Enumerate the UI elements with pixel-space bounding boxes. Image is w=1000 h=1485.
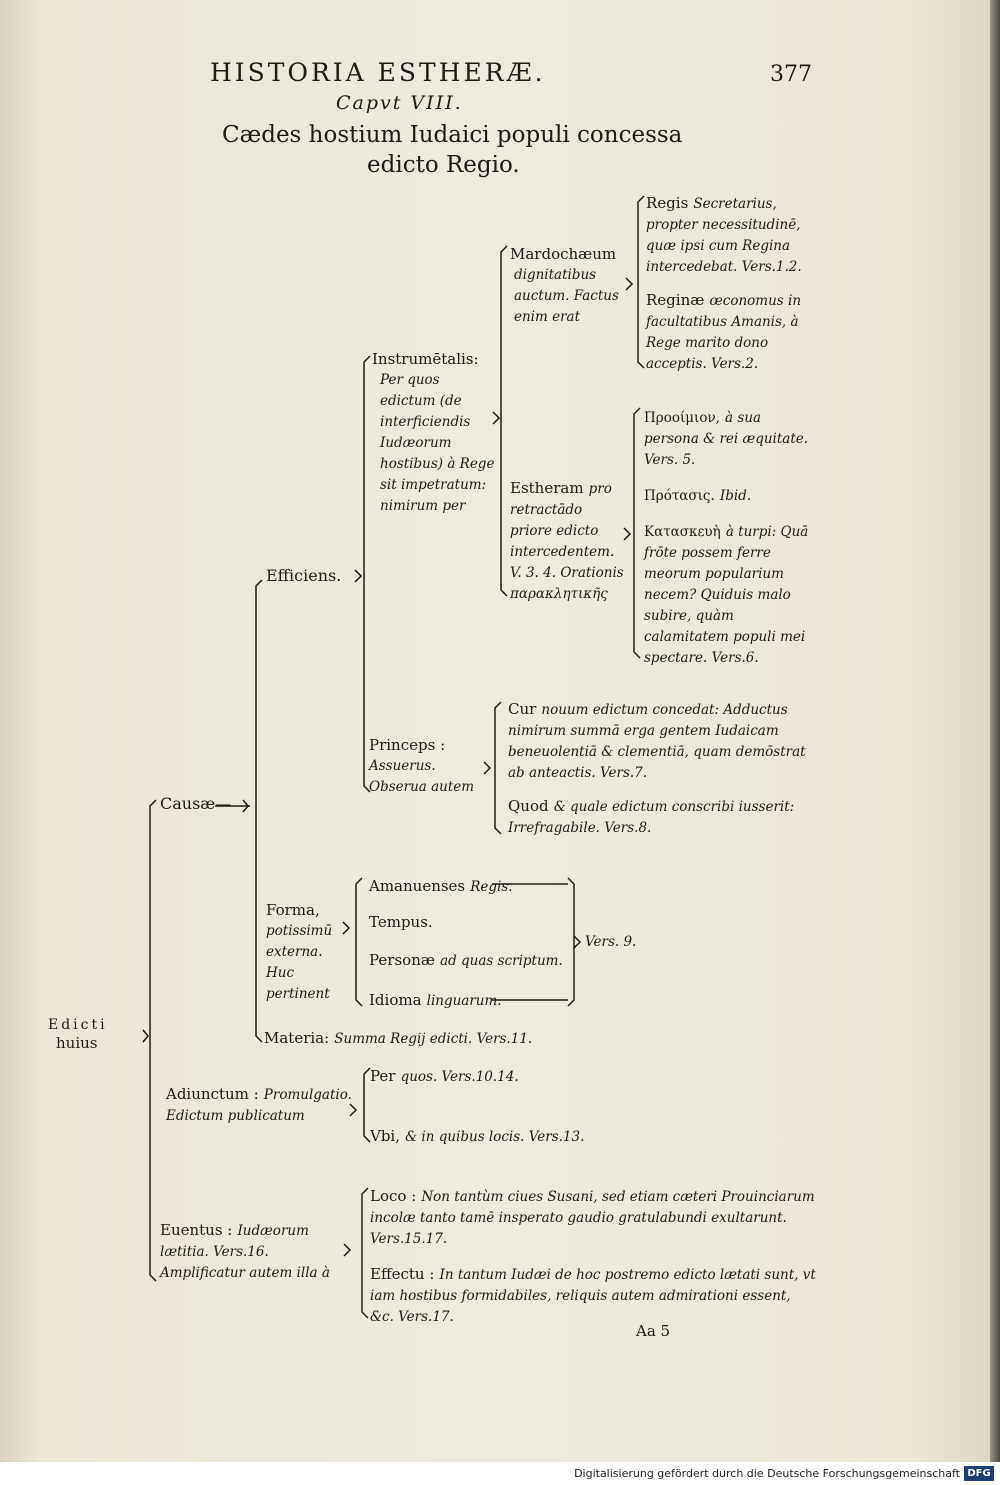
euentus-head: Euentus : (160, 1221, 233, 1239)
efficiens-node: Efficiens. (266, 566, 342, 585)
princeps-head: Princeps : (369, 736, 446, 754)
forma-item-3-head: Personæ (369, 951, 435, 969)
princeps-item-2-body: & quale edictum conscribi iusserit: Irre… (508, 799, 795, 836)
footer-bar: Digitalisierung gefördert durch die Deut… (0, 1462, 1000, 1485)
dfg-logo: DFG (964, 1466, 994, 1481)
instrumentalis-body: Per quos edictum (de interficiendis Iudæ… (380, 372, 495, 514)
estheram-item-1-body: à sua persona & rei æquitate. Vers. 5. (644, 410, 809, 468)
euentus-item-2-body: In tantum Iudæi de hoc postremo edicto l… (370, 1267, 816, 1325)
princeps-item-2: Quod & quale edictum conscribi iusserit:… (508, 796, 820, 839)
forma-item-4-head: Idioma (369, 991, 422, 1009)
estheram-node: Estheram pro retractādo priore edicto in… (510, 478, 628, 605)
materia-head: Materia: (264, 1029, 330, 1047)
forma-item-2: Tempus. (369, 912, 433, 933)
forma-item-2-head: Tempus. (369, 913, 433, 931)
mardochaeum-body: dignitatibus auctum. Factus enim erat (514, 267, 619, 325)
page-edge-shadow (990, 0, 1000, 1462)
forma-item-1: Amanuenses Regis. (369, 876, 513, 898)
princeps-item-1: Cur nouum edictum concedat: Adductus nim… (508, 699, 820, 784)
forma-verse-ref: Vers. 9. (585, 934, 637, 950)
adiunctum-item-1-head: Per (370, 1067, 396, 1085)
causae-node: Causæ— (160, 794, 232, 813)
adiunctum-body: Promulgatio. Edictum publicatum (166, 1087, 352, 1124)
princeps-item-1-body: nouum edictum concedat: Adductus nimirum… (508, 702, 806, 781)
adiunctum-node: Adiunctum : Promulgatio. Edictum publica… (166, 1084, 354, 1127)
book-page: HISTORIA ESTHERÆ. 377 Capvt VIII. Cædes … (0, 0, 990, 1462)
adiunctum-item-2-body: & in quibus locis. Vers.13. (405, 1129, 585, 1145)
estheram-head: Estheram (510, 479, 584, 497)
princeps-item-1-head: Cur (508, 700, 537, 718)
euentus-body: Iudæorum lætitia. Vers.16. Amplificatur … (160, 1223, 330, 1281)
estheram-item-1: Προοίμιον, à sua persona & rei æquitate.… (644, 408, 820, 471)
instrumentalis-node: Instrumētalis: Per quos edictum (de inte… (372, 349, 496, 517)
chapter-title-line-2: edicto Regio. (367, 152, 520, 178)
euentus-item-2: Effectu : In tantum Iudæi de hoc postrem… (370, 1264, 818, 1328)
tree-brackets (0, 0, 990, 1462)
adiunctum-item-2-head: Vbi, (370, 1127, 400, 1145)
page-number: 377 (770, 62, 812, 87)
forma-item-3: Personæ ad quas scriptum. (369, 950, 563, 972)
euentus-item-1: Loco : Non tantùm ciues Susani, sed etia… (370, 1186, 818, 1250)
materia-node: Materia: Summa Regij edicti. Vers.11. (264, 1028, 532, 1050)
adiunctum-item-1: Per quos. Vers.10.14. (370, 1066, 519, 1088)
forma-item-1-body: Regis. (470, 879, 513, 895)
estheram-item-2: Πρότασις. Ibid. (644, 486, 820, 507)
forma-item-4: Idioma linguarum. (369, 990, 502, 1012)
estheram-item-1-head: Προοίμιον, (644, 410, 720, 426)
adiunctum-item-1-body: quos. Vers.10.14. (400, 1069, 519, 1085)
root-label-line-2: huius (56, 1034, 98, 1052)
instrumentalis-head: Instrumētalis: (372, 350, 479, 368)
euentus-item-1-head: Loco : (370, 1187, 417, 1205)
materia-body: Summa Regij edicti. Vers.11. (334, 1031, 533, 1047)
chapter-heading: Capvt VIII. (336, 92, 463, 114)
princeps-node: Princeps : Assuerus. Obserua autem (369, 735, 487, 798)
mardochaeum-item-1-head: Regis (646, 194, 689, 212)
adiunctum-item-2: Vbi, & in quibus locis. Vers.13. (370, 1126, 584, 1148)
mardochaeum-item-2: Reginæ œconomus in facultatibus Amanis, … (646, 290, 818, 375)
estheram-item-3: Κατασκευὴ à turpi: Quā frōte possem ferr… (644, 522, 820, 669)
running-title: HISTORIA ESTHERÆ. (210, 58, 546, 87)
forma-head: Forma, (266, 901, 320, 919)
princeps-body: Assuerus. Obserua autem (369, 758, 475, 795)
mardochaeum-item-2-head: Reginæ (646, 291, 705, 309)
mardochaeum-head: Mardochæum (510, 245, 617, 263)
forma-node: Forma, potissimū externa. Huc pertinent (266, 900, 350, 1005)
forma-item-3-body: ad quas scriptum. (440, 953, 563, 969)
forma-body: potissimū externa. Huc pertinent (266, 923, 333, 1002)
signature-mark: Aa 5 (636, 1322, 671, 1340)
estheram-item-2-head: Πρότασις. (644, 488, 715, 504)
princeps-item-2-head: Quod (508, 797, 549, 815)
mardochaeum-item-1-body: Secretarius, propter necessitudinē, quæ … (646, 196, 802, 275)
chapter-title-line-1: Cædes hostium Iudaici populi concessa (222, 122, 683, 148)
root-label-line-1: Edicti (48, 1017, 108, 1033)
euentus-item-2-head: Effectu : (370, 1265, 435, 1283)
adiunctum-head: Adiunctum : (166, 1085, 259, 1103)
mardochaeum-item-2-body: œconomus in facultatibus Amanis, à Rege … (646, 293, 802, 372)
forma-item-4-body: linguarum. (426, 993, 502, 1009)
euentus-node: Euentus : Iudæorum lætitia. Vers.16. Amp… (160, 1220, 348, 1284)
estheram-item-2-body: Ibid. (719, 488, 752, 504)
estheram-item-3-body: à turpi: Quā frōte possem ferre meorum p… (644, 524, 809, 666)
footer-credit: Digitalisierung gefördert durch die Deut… (574, 1467, 960, 1480)
mardochaeum-item-1: Regis Secretarius, propter necessitudinē… (646, 193, 818, 278)
forma-item-1-head: Amanuenses (369, 877, 466, 895)
estheram-body: pro retractādo priore edicto intercedent… (510, 481, 624, 602)
estheram-item-3-head: Κατασκευὴ (644, 524, 721, 540)
mardochaeum-node: Mardochæum dignitatibus auctum. Factus e… (510, 244, 628, 328)
euentus-item-1-body: Non tantùm ciues Susani, sed etiam cæter… (370, 1189, 815, 1247)
